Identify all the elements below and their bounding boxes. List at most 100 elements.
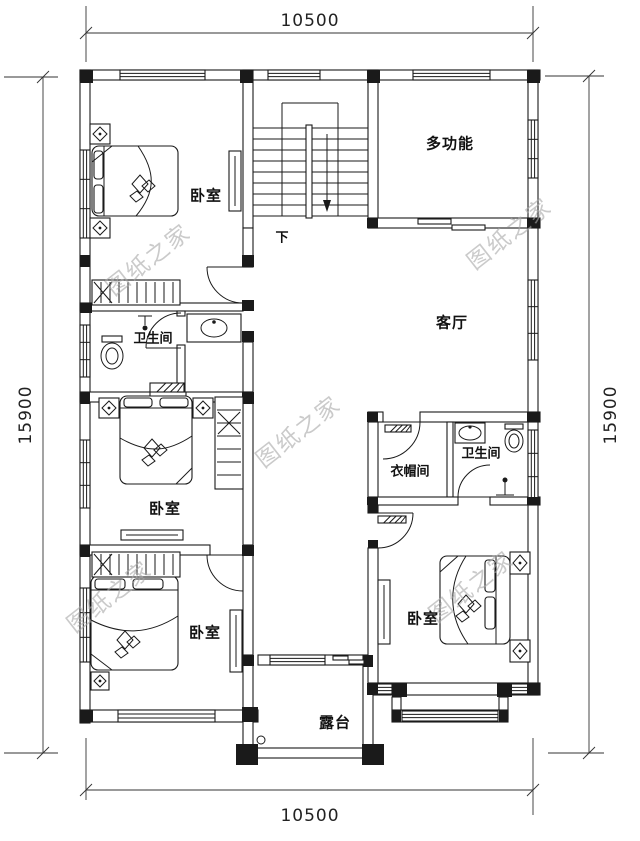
column bbox=[367, 497, 378, 505]
toilet-tank bbox=[101, 335, 123, 343]
sliding-door-leaf bbox=[417, 218, 452, 225]
column bbox=[80, 710, 93, 722]
column bbox=[368, 505, 378, 513]
closet-hatch bbox=[93, 281, 113, 304]
column bbox=[242, 707, 258, 722]
toilet-bowl-inner bbox=[508, 433, 520, 449]
vanity-counter bbox=[186, 313, 242, 343]
wall-segment bbox=[242, 341, 254, 393]
room-label-bedroom-top-left: 卧室 bbox=[189, 186, 223, 205]
bed-flower-decor bbox=[153, 443, 168, 457]
column bbox=[368, 540, 378, 548]
column bbox=[367, 70, 380, 83]
column bbox=[367, 683, 378, 695]
shower-drop bbox=[142, 325, 148, 331]
bed-flower-decor bbox=[141, 454, 156, 467]
threshold-hatch bbox=[170, 382, 180, 393]
toilet-tank bbox=[504, 423, 524, 430]
bed-pillow bbox=[159, 397, 189, 408]
window bbox=[79, 324, 91, 378]
nightstand-decor bbox=[92, 220, 108, 236]
room-label-bathroom-upper: 卫生间 bbox=[133, 331, 173, 347]
column bbox=[527, 497, 540, 505]
column bbox=[367, 218, 378, 228]
window bbox=[117, 709, 216, 723]
wall-segment bbox=[367, 496, 459, 506]
column bbox=[527, 218, 540, 228]
window bbox=[269, 654, 326, 666]
bed-flower-decor bbox=[141, 179, 156, 193]
wall-segment bbox=[242, 554, 254, 656]
room-label-bedroom-bottom-left: 卧室 bbox=[188, 623, 222, 642]
column bbox=[499, 710, 508, 722]
window bbox=[79, 587, 91, 663]
bed-blanket bbox=[439, 555, 459, 573]
bed-flower-decor bbox=[129, 190, 144, 203]
door-swing-arc bbox=[382, 421, 421, 460]
bed-flower-decor bbox=[131, 174, 149, 194]
nightstand-decor bbox=[92, 126, 108, 142]
column bbox=[240, 70, 253, 83]
column bbox=[242, 255, 254, 267]
column bbox=[80, 392, 90, 404]
sliding-door-leaf bbox=[348, 659, 365, 665]
dimension-left: 15900 bbox=[16, 385, 36, 445]
column bbox=[242, 331, 254, 342]
bed-blanket bbox=[119, 435, 193, 450]
bed-flower-decor bbox=[457, 594, 475, 614]
bed-flower-decor bbox=[116, 630, 134, 650]
column bbox=[80, 545, 90, 557]
bed-blanket bbox=[452, 555, 469, 645]
door-swing-arc bbox=[145, 312, 182, 349]
bed-flower-decor bbox=[126, 635, 141, 649]
dimension-top: 10500 bbox=[280, 11, 340, 31]
threshold-hatch bbox=[176, 382, 185, 393]
window bbox=[401, 710, 499, 722]
column bbox=[392, 710, 401, 722]
room-label-multi-function: 多功能 bbox=[425, 134, 475, 153]
room-label-cloakroom: 衣帽间 bbox=[390, 464, 430, 480]
threshold-hatch bbox=[163, 382, 173, 393]
furniture bbox=[89, 123, 531, 691]
wall-segment bbox=[419, 411, 541, 423]
bed-pillow bbox=[484, 596, 496, 630]
toilet-bowl-inner bbox=[105, 347, 119, 365]
wall-segment bbox=[242, 654, 254, 749]
windows bbox=[79, 69, 539, 723]
stair-direction-label: 下 bbox=[275, 230, 289, 246]
window bbox=[267, 69, 321, 81]
threshold-hatch bbox=[388, 515, 397, 524]
closet bbox=[91, 551, 181, 578]
wall-segment bbox=[367, 69, 379, 229]
doors bbox=[145, 218, 491, 665]
nightstand-dot bbox=[98, 226, 102, 230]
door-swing-arc bbox=[206, 266, 244, 304]
toilet-bowl bbox=[504, 429, 524, 453]
stair-rail bbox=[305, 124, 313, 219]
shower-head-dot bbox=[502, 477, 508, 483]
column bbox=[242, 300, 254, 311]
column bbox=[363, 655, 373, 667]
nightstand-dot bbox=[518, 649, 522, 653]
door-threshold bbox=[149, 382, 185, 393]
column bbox=[497, 683, 512, 697]
nightstand-decor bbox=[93, 674, 107, 688]
window bbox=[527, 119, 539, 179]
column bbox=[362, 744, 384, 765]
column bbox=[242, 655, 254, 666]
bed-pillow bbox=[132, 578, 164, 590]
nightstand-dot bbox=[518, 561, 522, 565]
nightstand-dot bbox=[98, 132, 102, 136]
window bbox=[412, 69, 491, 81]
room-label-terrace: 露台 bbox=[318, 713, 352, 732]
closet bbox=[91, 279, 181, 306]
wardrobe bbox=[214, 396, 244, 490]
bed-flower-decor bbox=[143, 438, 161, 458]
window bbox=[79, 149, 91, 239]
column bbox=[527, 70, 540, 83]
room-label-bedroom-bottom-right: 卧室 bbox=[406, 609, 440, 628]
column bbox=[80, 70, 93, 83]
nightstand-decor bbox=[195, 400, 211, 416]
